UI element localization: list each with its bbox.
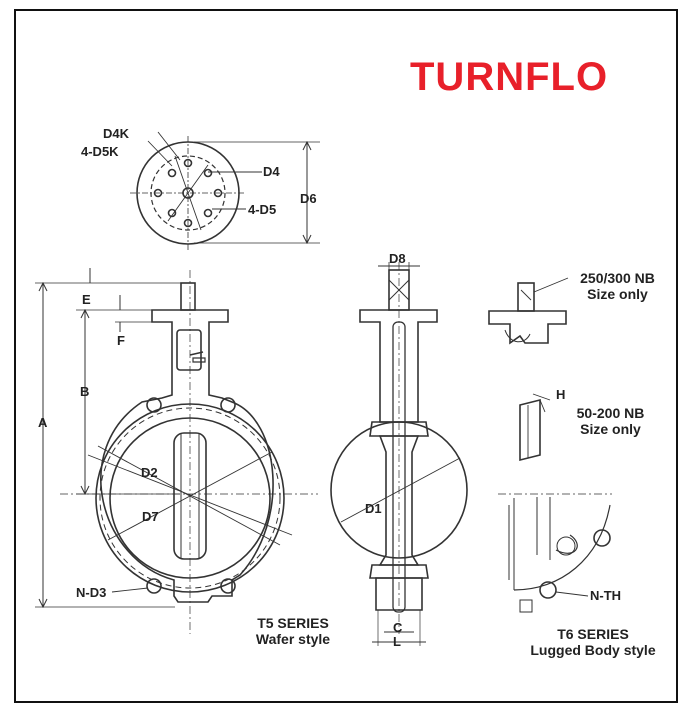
caption-t6-series: T6 SERIES Lugged Body style bbox=[518, 626, 668, 658]
lugged-body-detail bbox=[498, 493, 612, 613]
label-c: C bbox=[393, 620, 403, 635]
label-n-th: N-TH bbox=[590, 588, 622, 603]
note-50-200-nb-line2: Size only bbox=[580, 421, 641, 438]
label-a: A bbox=[38, 415, 48, 430]
note-50-200-nb: 50-200 NB Size only bbox=[563, 405, 658, 437]
label-d2: D2 bbox=[141, 465, 158, 480]
label-d6: D6 bbox=[300, 191, 317, 206]
note-250-300-nb-line2: Size only bbox=[587, 286, 648, 303]
caption-t5-series: T5 SERIES Wafer style bbox=[238, 615, 348, 647]
label-4-d5: 4-D5 bbox=[248, 202, 277, 217]
caption-t6-line2: Lugged Body style bbox=[530, 642, 656, 659]
caption-t5-line1: T5 SERIES bbox=[257, 615, 329, 631]
label-d4k: D4K bbox=[103, 126, 130, 141]
label-4-d5k: 4-D5K bbox=[81, 144, 119, 159]
label-h: H bbox=[556, 387, 566, 402]
drawing-frame bbox=[14, 9, 678, 703]
label-n-d3: N-D3 bbox=[76, 585, 107, 600]
label-d1: D1 bbox=[365, 501, 382, 516]
label-f: F bbox=[117, 333, 125, 348]
note-50-200-nb-line1: 50-200 NB bbox=[576, 405, 645, 421]
caption-t5-line2: Wafer style bbox=[255, 631, 331, 648]
flange-top-view bbox=[130, 131, 320, 250]
label-b: B bbox=[80, 384, 90, 399]
label-d7: D7 bbox=[142, 509, 159, 524]
detail-250-300 bbox=[488, 277, 569, 345]
label-l: L bbox=[393, 634, 401, 649]
label-d8: D8 bbox=[389, 251, 406, 266]
detail-50-200 bbox=[519, 393, 551, 462]
note-250-300-nb-line1: 250/300 NB bbox=[580, 270, 655, 286]
label-d4: D4 bbox=[263, 164, 280, 179]
wafer-front-view bbox=[35, 268, 318, 634]
side-view bbox=[330, 262, 468, 646]
turnflo-logo: TURNFLO bbox=[410, 55, 609, 99]
note-250-300-nb: 250/300 NB Size only bbox=[570, 270, 665, 302]
label-e: E bbox=[82, 292, 91, 307]
caption-t6-line1: T6 SERIES bbox=[557, 626, 629, 642]
